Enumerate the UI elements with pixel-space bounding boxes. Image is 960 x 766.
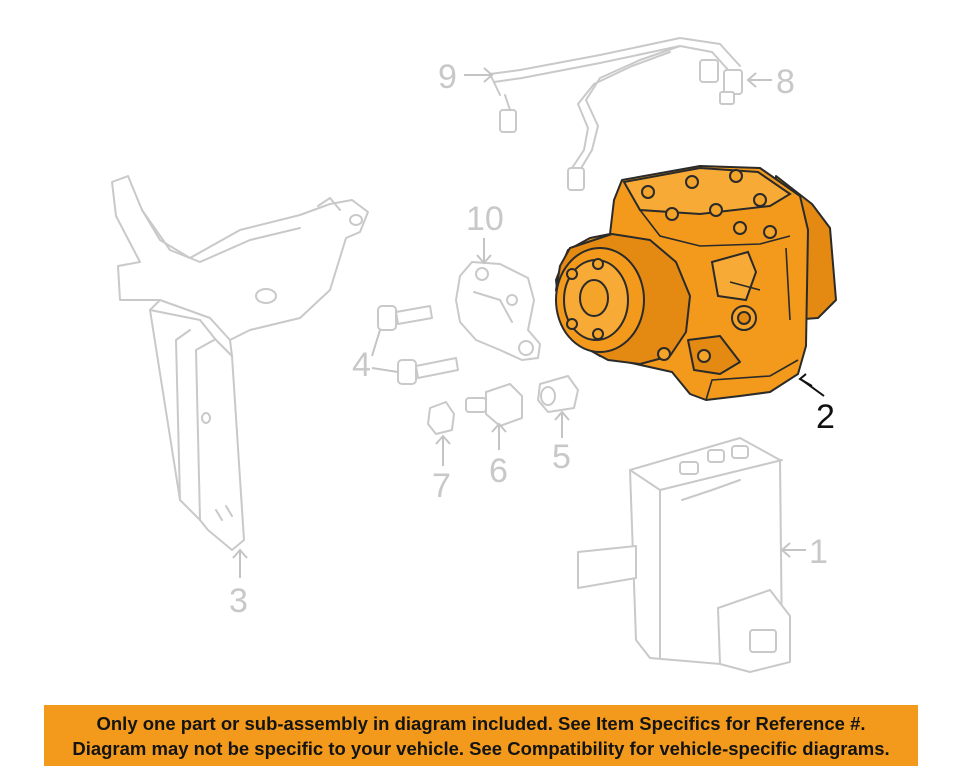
callout-3: 3 <box>229 582 248 620</box>
callout-1: 1 <box>809 533 828 571</box>
disclaimer-line-2: Diagram may not be specific to your vehi… <box>72 738 890 759</box>
callout-5: 5 <box>552 438 571 476</box>
bracket-part <box>111 175 369 551</box>
callout-8: 8 <box>776 63 795 101</box>
bushings-part <box>427 375 579 435</box>
callout-4: 4 <box>352 346 371 384</box>
callout-9: 9 <box>438 58 457 96</box>
control-module-part <box>577 437 791 673</box>
leader-lines <box>232 67 825 578</box>
brake-lines-part <box>489 37 743 191</box>
callout-6: 6 <box>489 452 508 490</box>
callout-2: 2 <box>816 398 835 436</box>
disclaimer-line-1: Only one part or sub-assembly in diagram… <box>96 713 866 734</box>
callout-10: 10 <box>466 200 504 238</box>
disclaimer-banner: Only one part or sub-assembly in diagram… <box>44 705 918 766</box>
mount-bracket-part <box>455 261 541 361</box>
callout-7: 7 <box>432 467 451 505</box>
bolts-part <box>377 305 459 385</box>
abs-modulator-part <box>555 165 837 401</box>
